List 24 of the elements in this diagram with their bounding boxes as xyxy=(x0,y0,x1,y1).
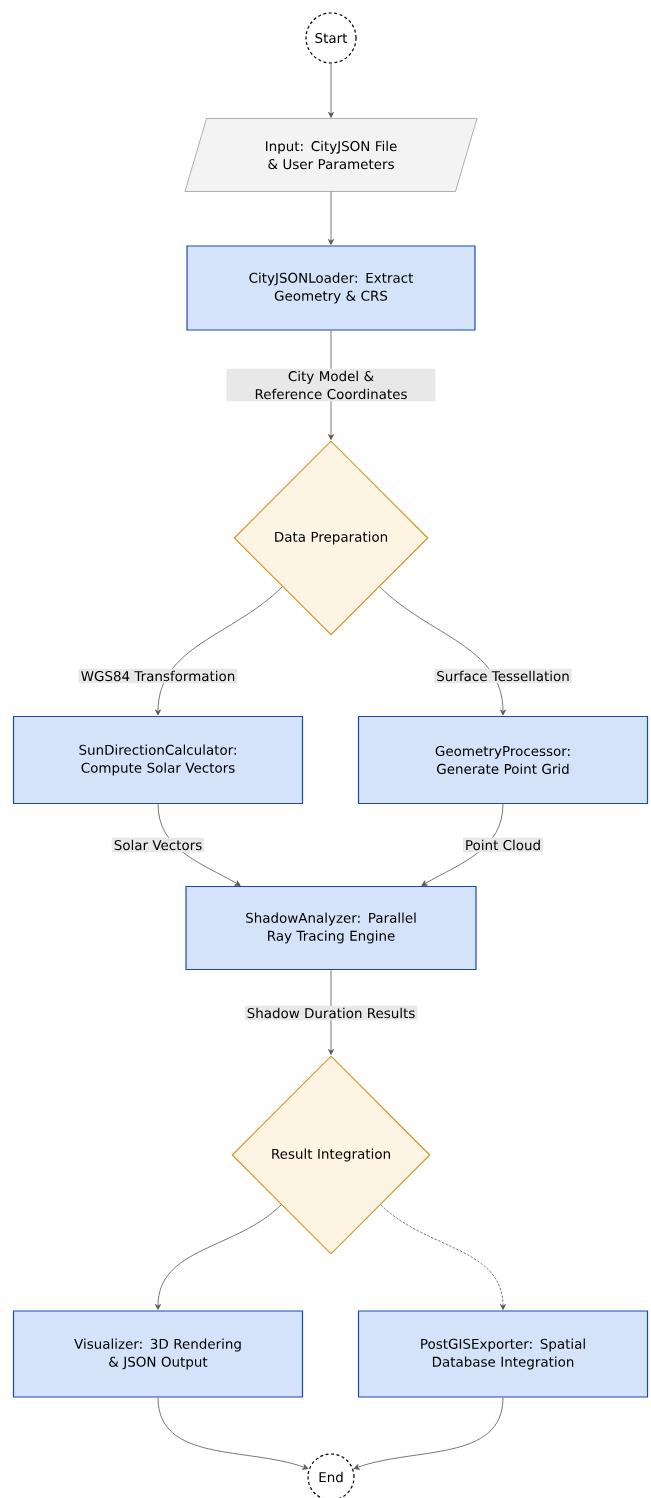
arrow xyxy=(328,63,334,118)
process-box: SunDirectionCalculator: Compute Solar Vectors xyxy=(12,715,304,805)
arrow xyxy=(421,803,504,886)
arrow xyxy=(379,586,506,716)
input-parallelogram: Input: CityJSON File & User Parameters xyxy=(184,118,478,192)
arrow xyxy=(353,1397,504,1470)
process-box: GeometryProcessor: Generate Point Grid xyxy=(357,715,649,805)
arrow xyxy=(380,1204,506,1310)
edge-label: WGS84 Transformation xyxy=(78,668,238,684)
edge-label: Shadow Duration Results xyxy=(244,1005,418,1021)
edge-label: City Model & Reference Coordinates xyxy=(226,368,436,402)
process-box: Visualizer: 3D Rendering & JSON Output xyxy=(12,1310,304,1398)
arrow xyxy=(157,803,241,886)
edge-label: Surface Tessellation xyxy=(434,668,572,684)
arrow xyxy=(328,191,334,245)
process-box: ShadowAnalyzer: Parallel Ray Tracing Engine xyxy=(185,885,477,971)
arrow xyxy=(155,1204,282,1310)
edge-label: Solar Vectors xyxy=(111,837,205,853)
arrow xyxy=(155,586,283,716)
process-box: CityJSONLoader: Extract Geometry & CRS xyxy=(186,245,476,331)
arrow xyxy=(328,969,334,1055)
process-box: PostGISExporter: Spatial Database Integration xyxy=(357,1310,649,1398)
arrow xyxy=(157,1397,309,1470)
edge-label: Point Cloud xyxy=(462,837,544,853)
